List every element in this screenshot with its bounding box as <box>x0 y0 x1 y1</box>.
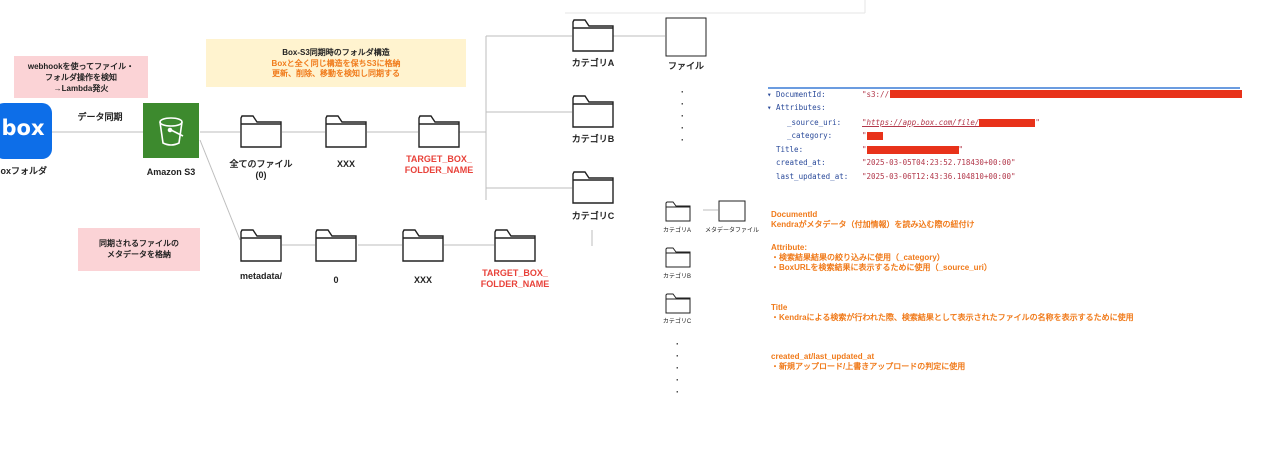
all-files-label: 全てのファイル <box>229 159 293 169</box>
s3-label: Amazon S3 <box>146 167 196 177</box>
json-created-row: created_at: <box>776 158 826 167</box>
json-source-uri-row: _source_uri: <box>787 118 841 127</box>
json-attributes-row: ▾ Attributes: <box>767 103 826 112</box>
category-c-folder-icon <box>572 171 614 204</box>
metadata-folder-icon <box>240 229 282 262</box>
file-label: ファイル <box>667 61 704 71</box>
all-files-folder-icon <box>240 115 282 148</box>
small-category-c-label: カテゴリC <box>662 319 692 325</box>
title-explain-title: Title <box>771 303 788 312</box>
json-docid-val: "s3:// <box>862 90 890 99</box>
small-metadata-file-label: メタデータファイル <box>704 228 759 234</box>
json-title-end: " <box>958 145 964 154</box>
category-a-label: カテゴリA <box>571 58 615 68</box>
metadata-note-line2: メタデータを格納 <box>107 250 171 259</box>
metadata-label: metadata/ <box>239 271 283 281</box>
box-folder-label: Boxフォルダ <box>0 166 48 176</box>
xxx-bottom-folder-icon <box>402 229 444 262</box>
json-created-val-row: "2025-03-05T04:23:52.718430+00:00" <box>862 158 1016 167</box>
box-logo <box>0 103 52 159</box>
metadata-note-line1: 同期されるファイルの <box>99 239 179 248</box>
zero-folder-icon <box>315 229 357 262</box>
structure-note-title: Box-S3同期時のフォルダ構造 <box>282 48 390 57</box>
structure-note <box>206 39 466 87</box>
small-category-b-label: カテゴリB <box>662 274 691 280</box>
json-category-row: _category: <box>787 131 832 140</box>
json-source-uri-val-row: "https://app.box.com/file/ " <box>862 118 1040 127</box>
json-category-key: _category: <box>787 131 833 140</box>
structure-note-sub1: Boxと全く同じ構造を保ちS3に格納 <box>271 59 401 68</box>
dates-explain-title: created_at/last_updated_at <box>771 352 875 361</box>
target-top-label-2: FOLDER_NAME <box>404 165 474 175</box>
json-title-val: " <box>862 145 867 154</box>
json-title-row: Title: <box>776 145 803 154</box>
file-ellipsis: ····· <box>681 87 684 145</box>
json-attributes-key: Attributes: <box>776 103 826 112</box>
small-category-b-folder-icon <box>665 247 691 268</box>
metadata-note <box>78 228 200 271</box>
json-category-val: " <box>862 131 867 140</box>
json-source-uri-end: " <box>1035 118 1040 127</box>
small-ellipsis: ····· <box>676 339 679 397</box>
attr-explain-line2: ・BoxURLを検索結果に表示するために使用（_source_uri） <box>771 263 992 272</box>
sync-label: データ同期 <box>77 112 123 122</box>
json-docid-key: DocumentId: <box>776 90 826 99</box>
json-category-val-row: " <box>862 131 883 140</box>
attr-explain-line1: ・検索結果結果の絞り込みに使用（_category） <box>771 253 945 262</box>
category-c-label: カテゴリC <box>571 211 615 221</box>
json-created-val: "2025-03-05T04:23:52.718430+00:00" <box>862 158 1016 167</box>
json-updated-key: last_updated_at: <box>776 172 849 181</box>
json-title-val-row: "" <box>862 145 963 154</box>
small-category-a-label: カテゴリA <box>662 228 691 234</box>
dates-explain-desc: ・新規アップロード/上書きアップロードの判定に使用 <box>771 362 966 371</box>
json-source-uri-key: _source_uri: <box>787 118 842 127</box>
json-source-uri-val: "https://app.box.com/file/ <box>862 118 980 127</box>
target-top-label-1: TARGET_BOX_ <box>406 154 472 164</box>
json-updated-val-row: "2025-03-06T12:43:36.104810+00:00" <box>862 172 1016 181</box>
xxx-top-label: XXX <box>336 159 355 169</box>
json-title-redaction <box>866 146 959 154</box>
xxx-top-folder-icon <box>325 115 367 148</box>
docid-explain-title: DocumentId <box>771 210 818 219</box>
json-updated-row: last_updated_at: <box>776 172 848 181</box>
json-docid-row: ▾ DocumentId: "s3:// <box>767 90 890 99</box>
target-bottom-label-2: FOLDER_NAME <box>480 279 550 289</box>
json-created-key: created_at: <box>776 158 826 167</box>
category-b-folder-icon <box>572 95 614 128</box>
xxx-bottom-label: XXX <box>413 275 432 285</box>
json-updated-val: "2025-03-06T12:43:36.104810+00:00" <box>862 172 1016 181</box>
structure-note-sub2: 更新、削除、移動を検知し同期する <box>272 69 400 78</box>
all-files-count: (0) <box>255 170 267 180</box>
json-docid-redaction <box>890 90 1242 98</box>
webhook-note-line2: フォルダ操作を検知 <box>45 73 117 82</box>
small-category-c-folder-icon <box>665 293 691 314</box>
title-explain-desc: ・Kendraによる検索が行われた際、検索結果として表示されたファイルの名称を表… <box>771 313 1134 322</box>
category-a-folder-icon <box>572 19 614 52</box>
webhook-note <box>14 56 148 98</box>
bucket-icon <box>159 117 184 146</box>
small-metadata-file-icon <box>718 200 746 222</box>
target-bottom-label-1: TARGET_BOX_ <box>482 268 548 278</box>
category-b-label: カテゴリB <box>571 134 615 144</box>
target-top-folder-icon <box>418 115 460 148</box>
zero-label: 0 <box>333 275 339 285</box>
target-bottom-folder-icon <box>494 229 536 262</box>
small-category-a-folder-icon <box>665 201 691 222</box>
json-title-key: Title: <box>776 145 804 154</box>
webhook-note-line1: webhookを使ってファイル・ <box>27 62 135 71</box>
file-icon <box>665 17 707 57</box>
docid-explain-desc: Kendraがメタデータ（付加情報）を読み込む際の紐付け <box>771 220 975 229</box>
box-logo-text: box <box>1 116 45 140</box>
attr-explain-title: Attribute: <box>771 243 807 252</box>
json-source-uri-redaction <box>979 119 1036 127</box>
json-category-redaction <box>866 132 883 140</box>
webhook-note-line3: →Lambda発火 <box>53 84 109 93</box>
